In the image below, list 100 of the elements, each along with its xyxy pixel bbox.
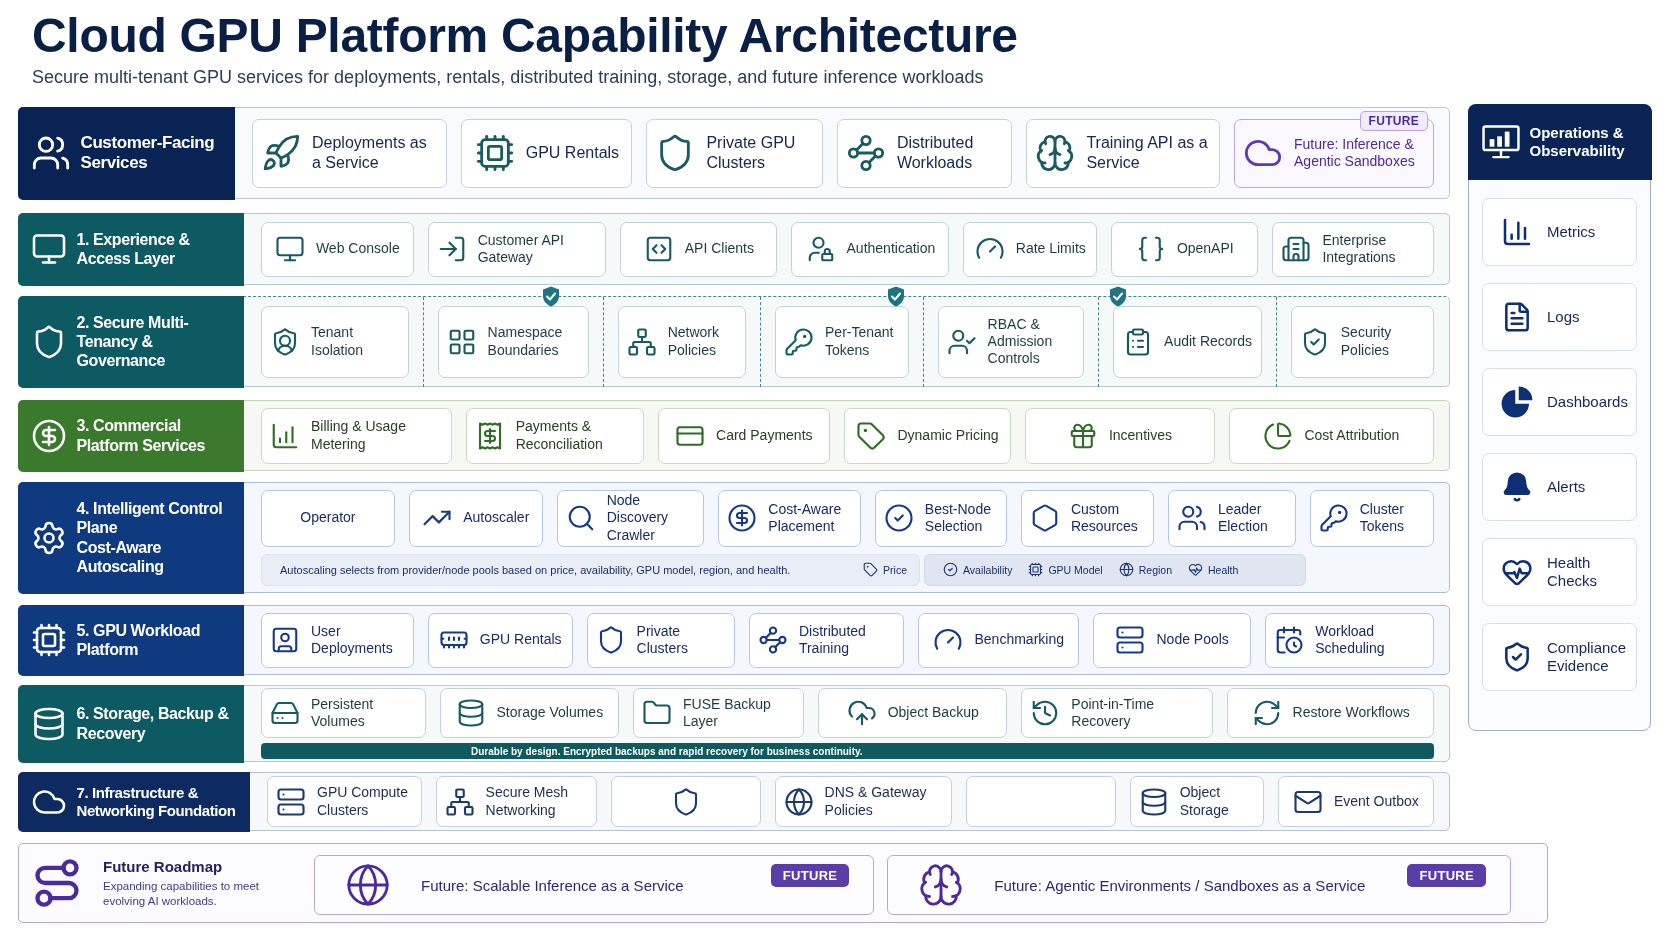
future-card — [887, 855, 1511, 915]
layer-panel — [18, 107, 1450, 199]
capability-card — [774, 776, 952, 827]
layer-title: 7. Infrastructure & Networking Foundation — [76, 783, 237, 820]
card-label: Dashboards — [1547, 393, 1628, 411]
capability-card — [1309, 489, 1434, 547]
layer-title: 1. Experience & Access Layer — [76, 229, 191, 269]
roadmap-band — [18, 843, 1548, 923]
page-subtitle: Secure multi-tenant GPU services for deployments, rentals, distributed training, storage, and future inference workloads — [32, 67, 984, 89]
capability-card — [718, 489, 861, 547]
capability-card — [874, 489, 1007, 547]
banner-bar — [261, 743, 1434, 759]
card-label: Per-Tenant Tokens — [825, 324, 895, 359]
capability-card — [836, 118, 1013, 188]
layer-subtitle: Cost-Aware Autoscaling — [76, 537, 165, 576]
card-label: Rate Limits — [1015, 240, 1086, 258]
card-label: Autoscaler — [463, 509, 530, 527]
capability-card — [748, 612, 905, 668]
card-label: Distributed Workloads — [896, 133, 975, 173]
card-label: Authentication — [846, 240, 936, 258]
criterion-label: Region — [1138, 563, 1172, 576]
card-label: Restore Workflows — [1292, 704, 1410, 722]
card-label: Node Discovery Crawler — [606, 492, 670, 544]
capability-card — [1277, 776, 1434, 827]
layer-panel — [18, 482, 1450, 593]
layer-title: 2. Secure Multi-Tenancy & Governance — [76, 312, 190, 371]
card-label: Web Console — [315, 240, 400, 258]
capability-card — [465, 407, 644, 464]
capability-card — [437, 305, 589, 378]
capability-card — [586, 612, 735, 668]
roadmap-note: Expanding capabilities to meet evolving AI workloads. — [103, 878, 260, 909]
layer-panel — [18, 400, 1450, 471]
layer-title: 4. Intelligent Control Plane — [76, 499, 224, 538]
card-label: Private GPU Clusters — [706, 133, 797, 173]
card-label: Cost Attribution — [1304, 426, 1400, 445]
capability-card — [1093, 612, 1252, 668]
card-label: Secure Mesh Networking — [485, 784, 570, 819]
card-label: Operator — [300, 509, 356, 527]
capability-card — [261, 489, 395, 547]
empty-card — [611, 776, 761, 827]
capability-card — [408, 489, 543, 547]
capability-card — [646, 118, 823, 188]
empty-card — [965, 776, 1116, 827]
layer-title: 3. Commercial Platform Services — [76, 416, 206, 455]
capability-card — [435, 776, 598, 827]
future-card — [314, 855, 875, 915]
capability-card — [261, 407, 452, 464]
tool-card — [1482, 453, 1637, 521]
card-label: FUSE Backup Layer — [683, 695, 772, 731]
card-label: Storage Volumes — [496, 704, 604, 722]
capability-card — [617, 305, 746, 378]
card-label: Network Policies — [667, 324, 721, 359]
card-label: GPU Compute Clusters — [317, 784, 410, 819]
criterion-label: GPU Model — [1048, 563, 1103, 576]
card-label: Namespace Boundaries — [487, 324, 564, 359]
card-label: Node Pools — [1156, 631, 1229, 649]
card-label: Incentives — [1108, 426, 1172, 445]
capability-card — [461, 118, 633, 188]
capability-card — [1111, 221, 1259, 277]
card-label: Object Backup — [887, 704, 979, 722]
capability-card — [657, 407, 831, 464]
card-label: Dynamic Pricing — [897, 426, 999, 445]
card-label: User Deployments — [311, 622, 394, 658]
panel-title: Operations & Observability — [1529, 123, 1625, 159]
status-badge: FUTURE — [1359, 110, 1428, 131]
card-label: Deployments as a Service — [312, 133, 428, 173]
tool-card — [1482, 283, 1637, 351]
card-label: Payments & Reconciliation — [515, 418, 604, 453]
criteria-pill — [924, 553, 1306, 586]
tool-card — [1482, 623, 1637, 691]
card-label: GPU Rentals — [479, 631, 562, 649]
roadmap-title: Future Roadmap — [103, 857, 224, 875]
capability-card — [1026, 118, 1221, 188]
card-label: Point-in-Time Recovery — [1071, 695, 1156, 731]
capability-card — [427, 221, 607, 277]
capability-card — [818, 688, 1008, 738]
card-label: Cluster Tokens — [1359, 500, 1406, 536]
capability-card — [556, 489, 705, 547]
capability-card — [1113, 305, 1262, 378]
card-label: Alerts — [1547, 478, 1586, 496]
capability-card — [439, 688, 619, 738]
criterion-label: Health — [1208, 563, 1239, 576]
card-label: Workload Scheduling — [1315, 622, 1386, 658]
capability-card — [1129, 776, 1264, 827]
card-label: Object Storage — [1179, 784, 1230, 819]
capability-card — [261, 612, 414, 668]
capability-card — [1167, 489, 1296, 547]
card-label: Future: Inference & Agentic Sandboxes — [1294, 135, 1416, 171]
card-label: Leader Election — [1217, 500, 1269, 536]
card-label: Future: Scalable Inference as a Service — [421, 876, 685, 894]
card-label: Persistent Volumes — [311, 695, 375, 731]
capability-card — [1265, 612, 1434, 668]
capability-card — [1020, 489, 1154, 547]
card-label: Cost-Aware Placement — [768, 500, 843, 536]
tool-card — [1482, 198, 1637, 266]
criterion-label: Price — [883, 563, 907, 576]
capability-card — [261, 305, 409, 378]
card-label: GPU Rentals — [525, 143, 620, 163]
capability-card — [1290, 305, 1434, 378]
card-label: Customer API Gateway — [477, 231, 565, 267]
